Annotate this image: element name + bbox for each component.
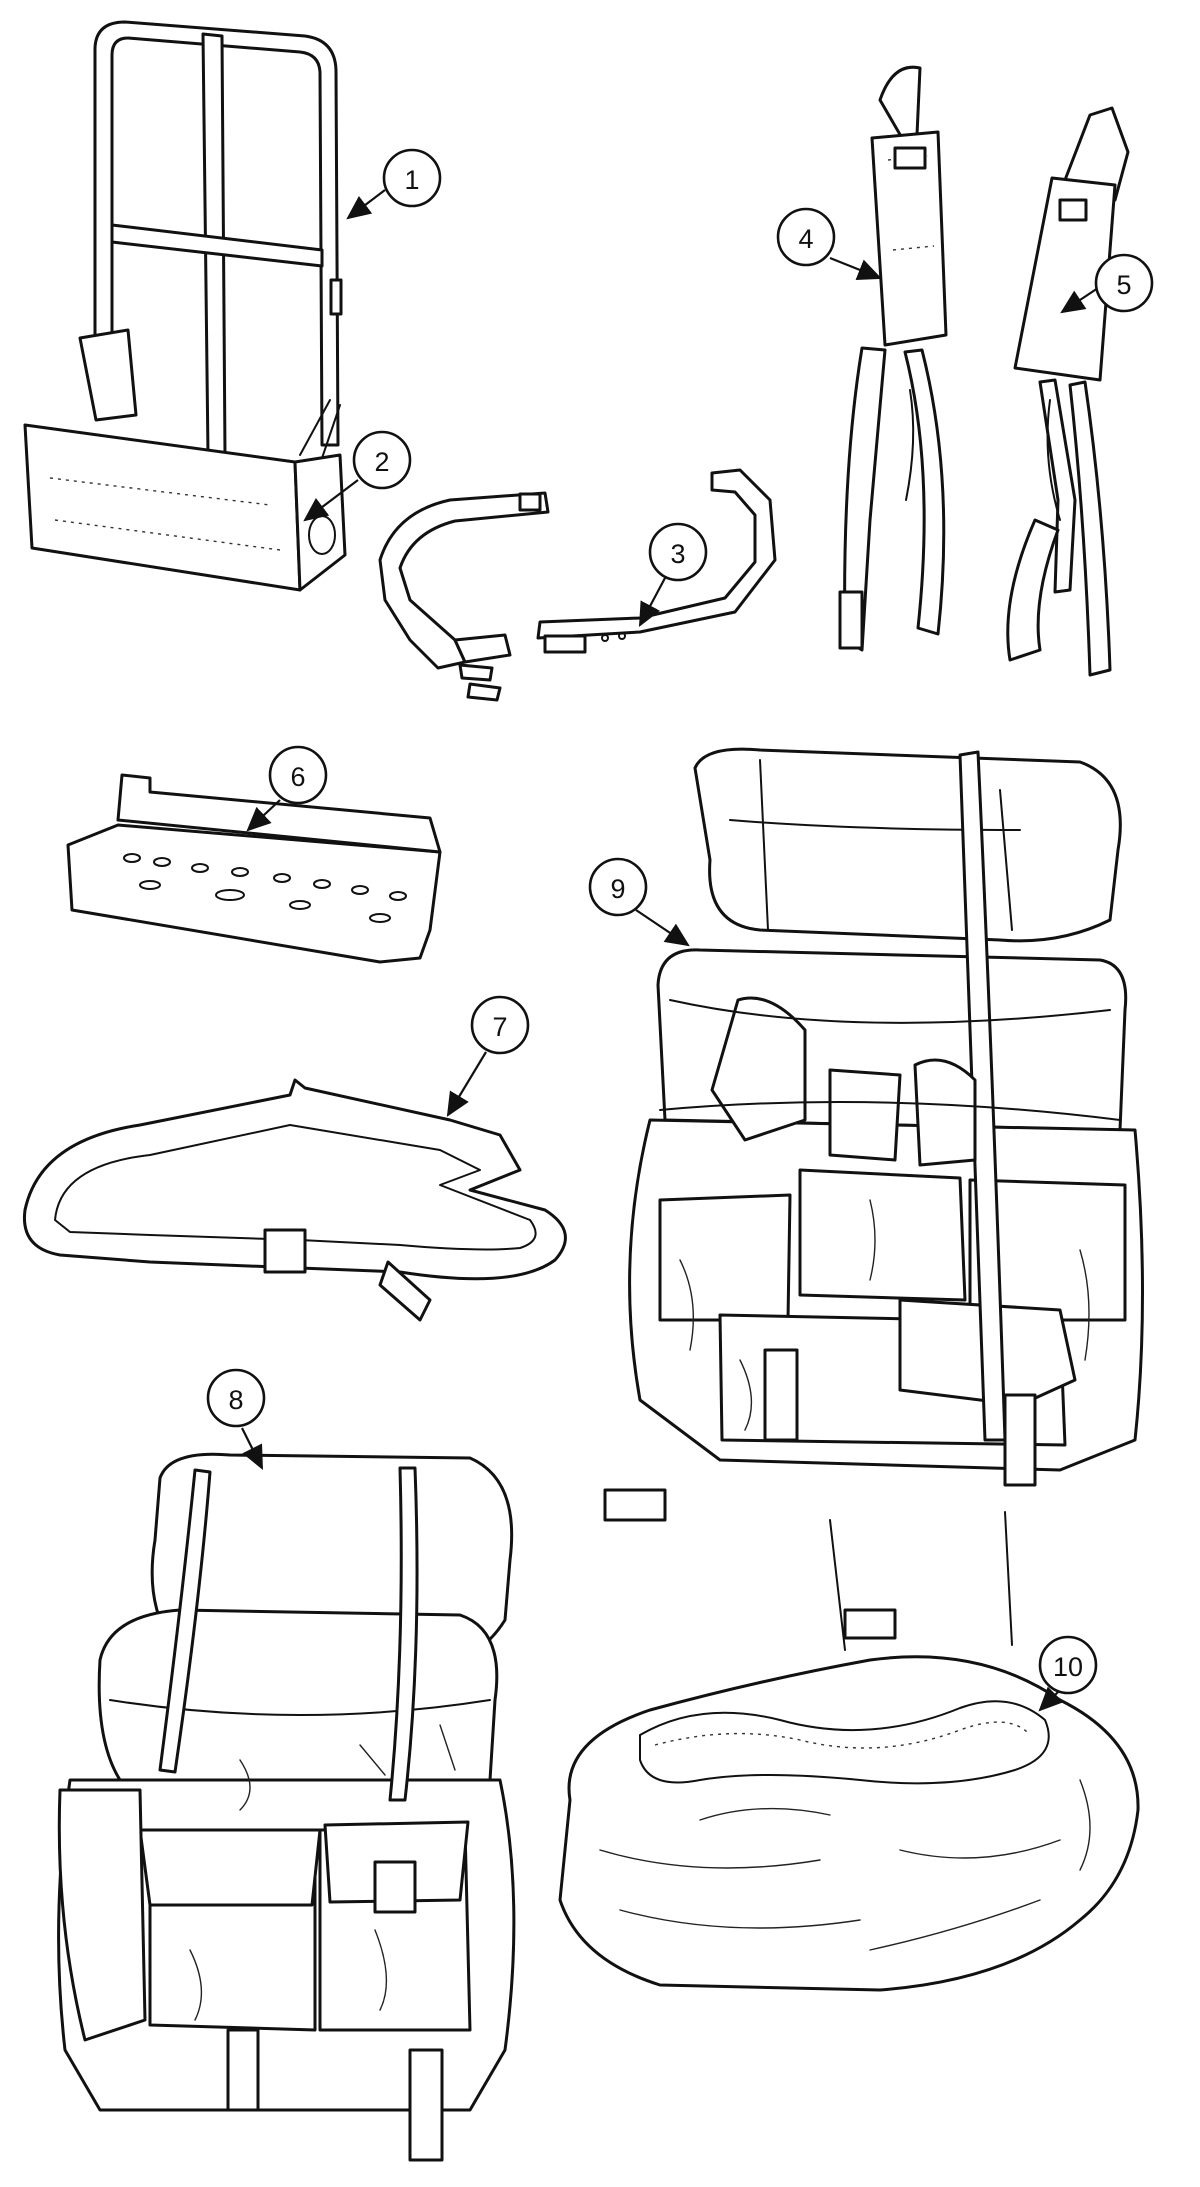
- rucksack-cover: [558, 1655, 1140, 1992]
- callout-4-label: 4: [798, 224, 813, 254]
- cargo-strap: [22, 1078, 567, 1322]
- callout-9: 9: [588, 857, 648, 917]
- callout-1: 1: [382, 148, 442, 208]
- leader-lines: [241, 189, 1099, 1712]
- pack-frame: [78, 20, 343, 471]
- callout-6: 6: [268, 745, 328, 805]
- callout-8: 8: [206, 1368, 266, 1428]
- callout-7: 7: [470, 995, 530, 1055]
- callout-9-label: 9: [610, 874, 625, 904]
- callout-3-label: 3: [670, 539, 685, 569]
- cargo-support-shelf: [66, 773, 442, 964]
- callout-6-label: 6: [290, 762, 305, 792]
- callout-10: 10: [1038, 1635, 1098, 1695]
- callout-2-label: 2: [374, 447, 389, 477]
- callout-5-label: 5: [1116, 270, 1131, 300]
- frame-cargo-shelf: [23, 423, 347, 592]
- callout-4: 4: [776, 207, 836, 267]
- callout-8-label: 8: [228, 1385, 243, 1415]
- callout-1-label: 1: [404, 165, 419, 195]
- shoulder-strap-left: [838, 65, 948, 652]
- shoulder-strap-right: [1006, 106, 1130, 677]
- callout-2: 2: [352, 430, 412, 490]
- callout-5: 5: [1094, 253, 1154, 313]
- rucksack: [57, 1452, 516, 2162]
- callout-3: 3: [648, 522, 708, 582]
- assembled-rucksack: [603, 747, 1144, 1651]
- waist-belt: [378, 468, 777, 702]
- callout-10-label: 10: [1053, 1652, 1083, 1682]
- callout-7-label: 7: [492, 1012, 507, 1042]
